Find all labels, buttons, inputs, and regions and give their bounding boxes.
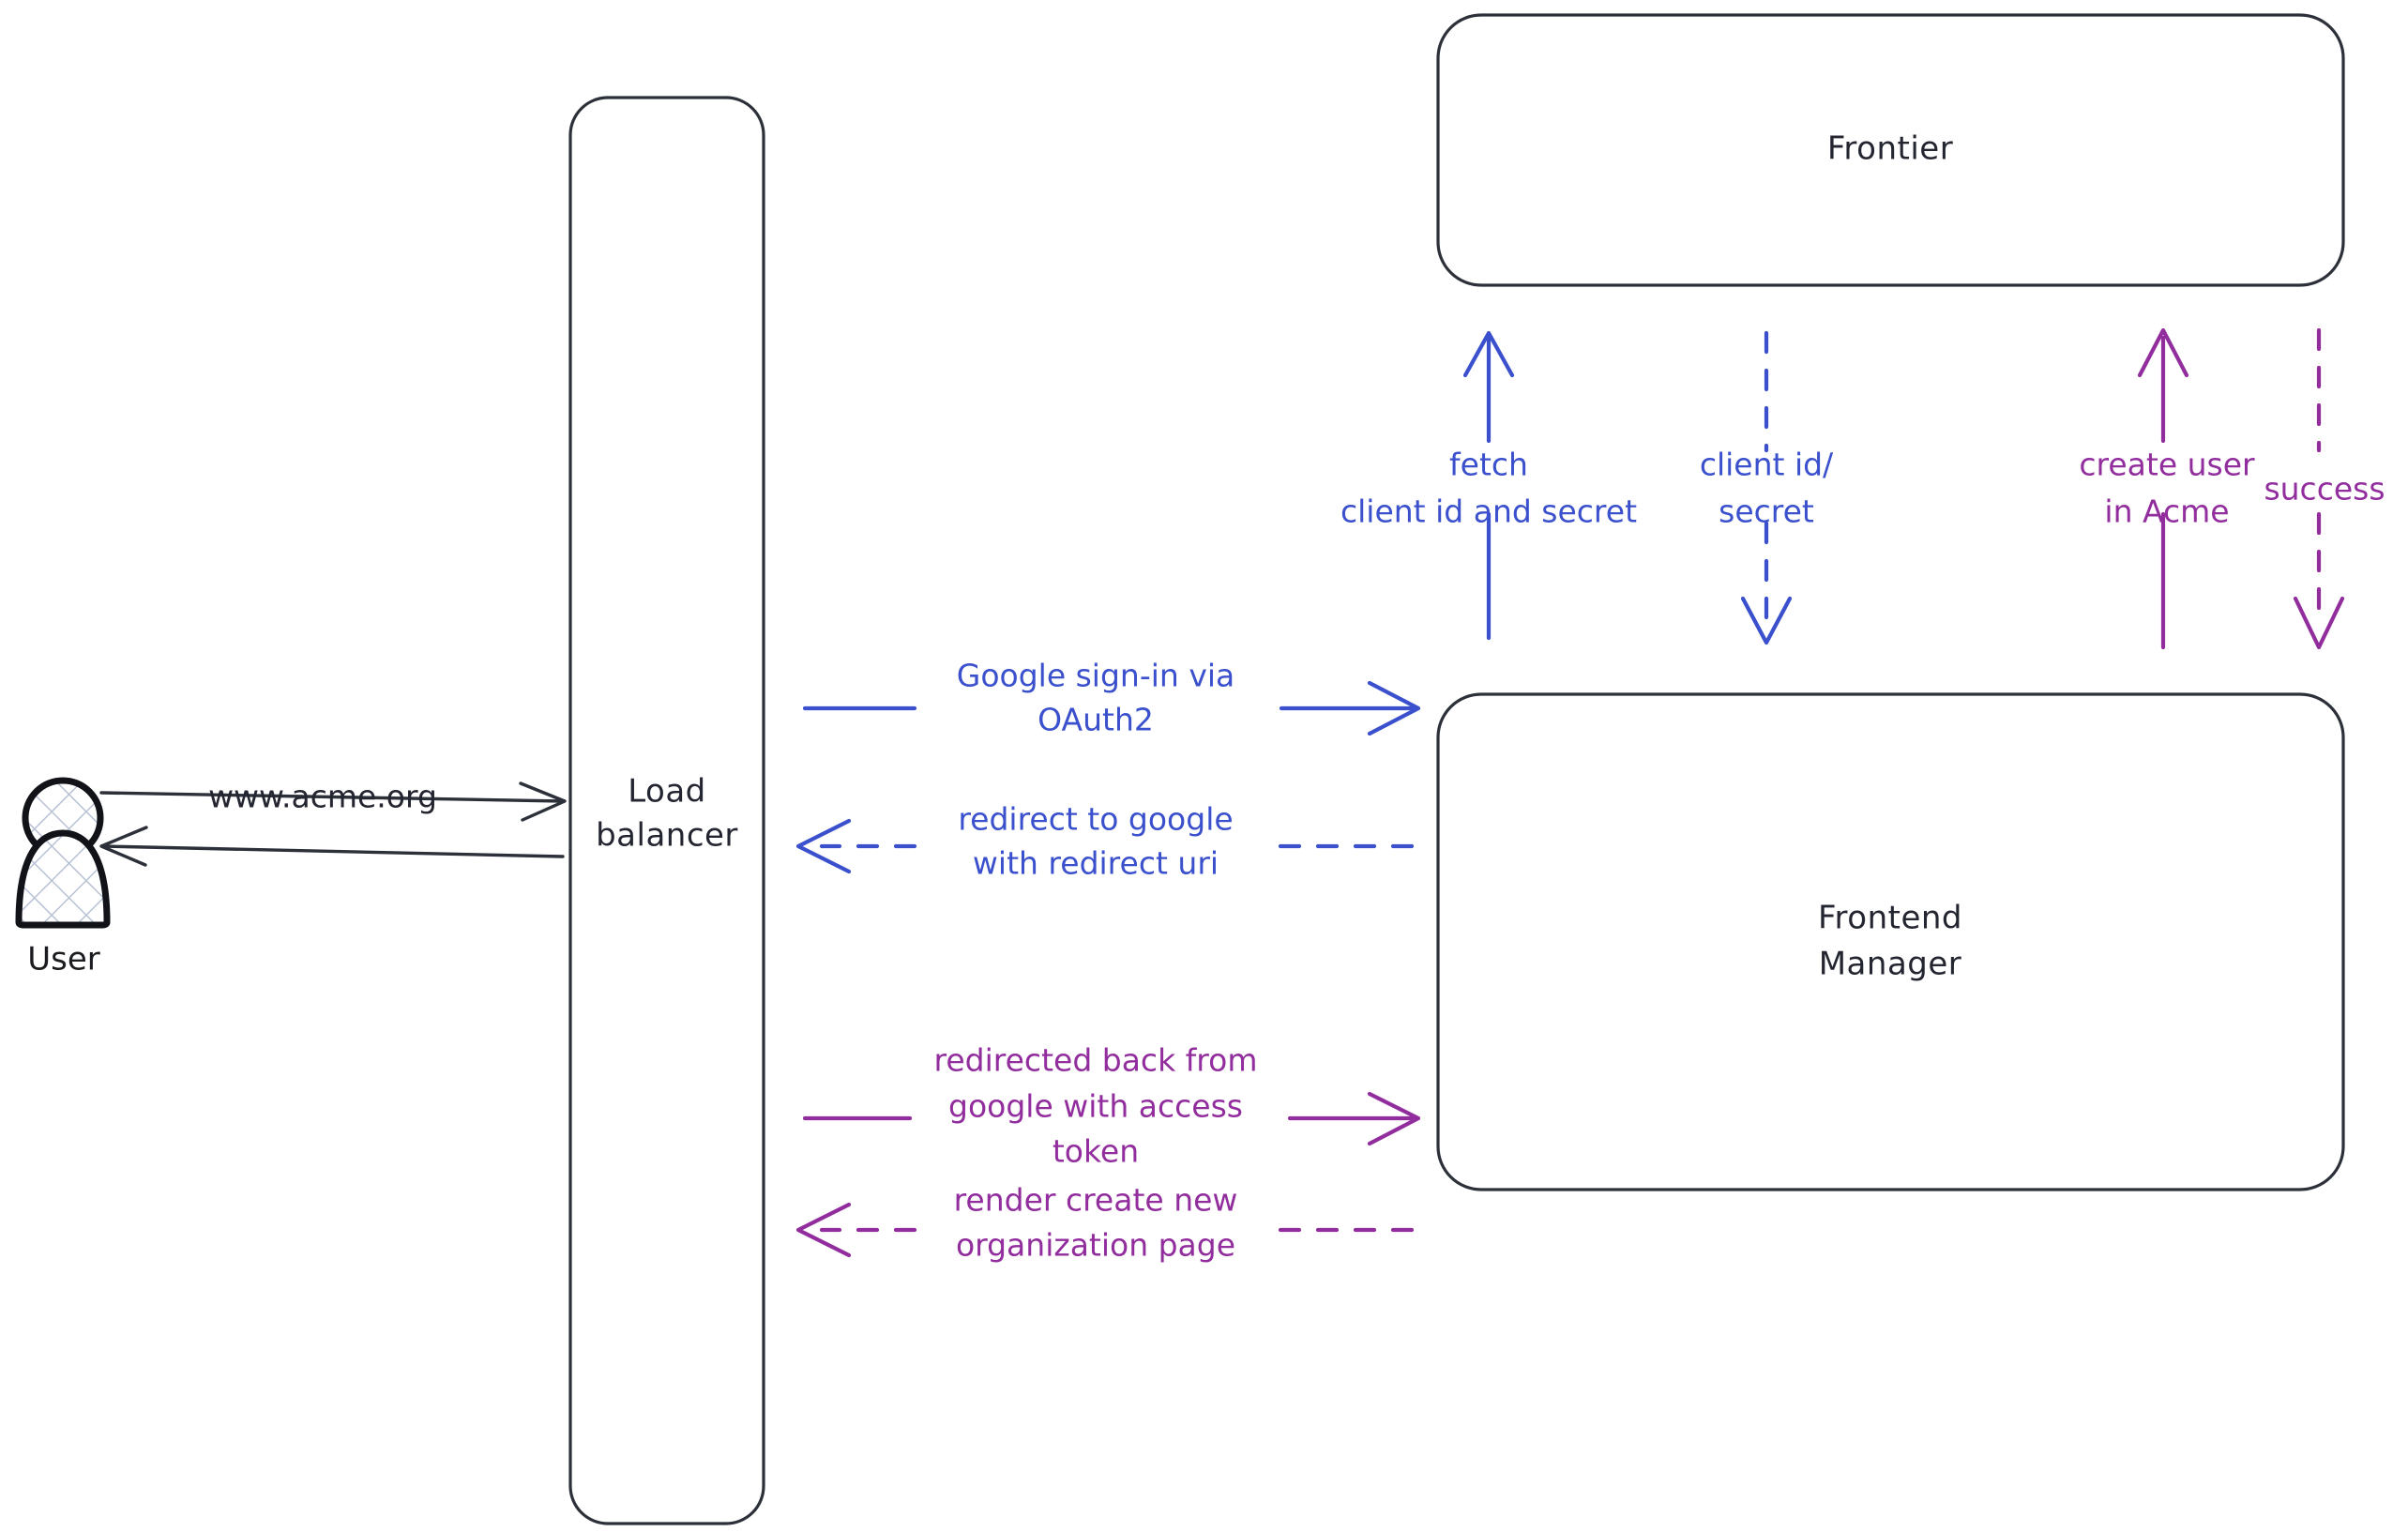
edge-fm-to-frontier-fetch[interactable]: fetch client id and secret — [1340, 330, 1637, 641]
edge-fetch-label-line2: client id and secret — [1340, 493, 1637, 530]
edge-fetch-arrowhead-icon — [1462, 330, 1515, 378]
edge-fm-to-frontier-create[interactable]: create user in Acme — [2079, 327, 2255, 650]
edge-user-to-lb-line — [99, 791, 565, 803]
edge-lb-to-fm-signin[interactable]: Google sign-in via OAuth2 — [802, 658, 1421, 738]
edge-success-label: success — [2264, 471, 2385, 508]
edge-redirect-arrowhead-icon — [795, 818, 852, 874]
frontend-manager-label-line1: Frontend — [1818, 900, 1962, 937]
edge-signin-label-line2: OAuth2 — [1037, 702, 1154, 738]
edge-token-label-line2: google with access — [948, 1088, 1243, 1125]
load-balancer-label-line2: balancer — [596, 817, 738, 855]
actor-user[interactable]: User — [15, 777, 111, 978]
edge-create-arrowhead-icon — [2137, 327, 2189, 378]
edge-token-arrowhead-icon — [1367, 1091, 1421, 1146]
edge-fm-to-lb-render[interactable]: render create new organization page — [795, 1182, 1415, 1264]
frontier-label: Frontier — [1827, 130, 1953, 168]
edge-load-balancer-to-user[interactable] — [99, 826, 565, 867]
edge-render-arrowhead-icon — [795, 1202, 852, 1258]
edge-redirect-label-line2: with redirect uri — [973, 845, 1219, 882]
edge-render-label-line2: organization page — [956, 1227, 1235, 1264]
edge-signin-arrowhead-icon — [1367, 680, 1421, 736]
edge-user-to-lb-arrowhead-icon — [519, 781, 567, 822]
actor-user-label: User — [27, 941, 100, 978]
edge-fetch-label-line1: fetch — [1449, 447, 1528, 483]
edge-redirect-label-line1: redirect to google — [958, 801, 1233, 838]
frontend-manager-label-line2: Manager — [1819, 946, 1962, 983]
frontend-manager-box — [1436, 692, 2345, 1191]
node-load-balancer[interactable]: Load balancer — [568, 96, 765, 1525]
edge-lb-to-user-arrowhead-icon — [99, 826, 148, 867]
node-frontend-manager[interactable]: Frontend Manager — [1436, 692, 2345, 1191]
edge-token-label-line1: redirected back from — [934, 1042, 1258, 1079]
edge-frontier-to-fm-success[interactable]: success — [2264, 327, 2385, 650]
edge-creds-arrowhead-icon — [1740, 596, 1793, 645]
edge-user-to-lb-label: www.acme.org — [208, 779, 437, 815]
edge-signin-label-line1: Google sign-in via — [957, 658, 1234, 694]
person-body-icon — [15, 829, 111, 929]
edge-creds-label-line2: secret — [1719, 493, 1814, 530]
node-frontier[interactable]: Frontier — [1436, 13, 2345, 287]
frontier-box — [1436, 13, 2345, 287]
edge-create-label-line1: create user — [2079, 447, 2255, 483]
edge-creds-label-line1: client id/ — [1700, 447, 1834, 483]
edge-lb-to-fm-token[interactable]: redirected back from google with access … — [802, 1042, 1421, 1170]
edge-success-arrowhead-icon — [2293, 596, 2345, 650]
edge-user-to-load-balancer[interactable]: www.acme.org — [99, 779, 567, 822]
edge-token-label-line3: token — [1053, 1133, 1139, 1170]
load-balancer-box — [568, 96, 765, 1525]
edge-frontier-to-fm-creds[interactable]: client id/ secret — [1700, 330, 1834, 645]
load-balancer-label-line1: Load — [628, 773, 706, 811]
edge-render-label-line1: render create new — [954, 1182, 1238, 1219]
edge-lb-to-user-line — [101, 844, 565, 858]
edge-create-label-line2: in Acme — [2104, 493, 2229, 530]
edge-fm-to-lb-redirect[interactable]: redirect to google with redirect uri — [795, 801, 1415, 882]
